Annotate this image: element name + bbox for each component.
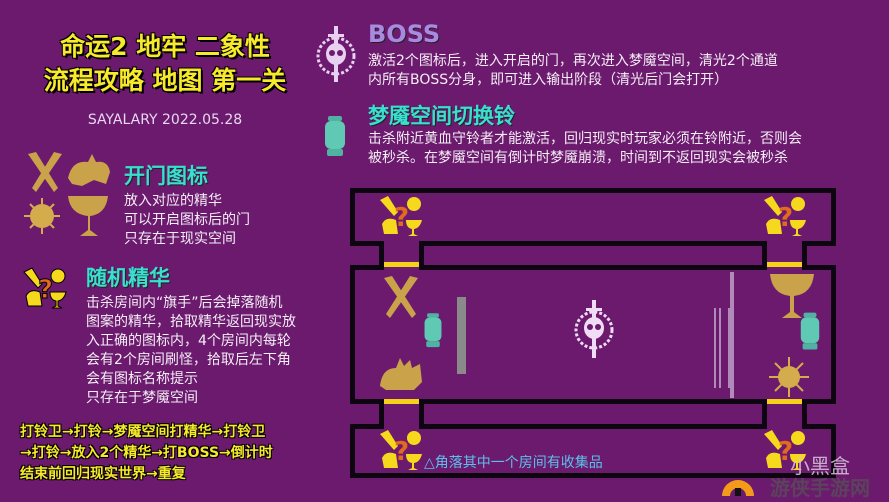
map-wall	[802, 265, 836, 270]
map-wall	[419, 399, 767, 404]
map-random-essence-icon-tr: ?	[762, 194, 808, 242]
map-wall	[831, 188, 836, 246]
map-wall	[419, 265, 767, 270]
flow-line: 打铃卫→打铃→梦魇空间打精华→打铃卫	[20, 424, 266, 440]
map-wall	[350, 188, 836, 193]
door	[384, 262, 419, 267]
boss-icon	[314, 24, 358, 84]
flow-line: 结束前回归现实世界→重复	[20, 466, 186, 482]
map-beast-icon	[378, 358, 424, 396]
beast-icon	[68, 154, 110, 186]
axes-icon	[28, 152, 62, 192]
map-wall	[831, 424, 836, 478]
door-icons-line: 可以开启图标后的门	[124, 212, 250, 228]
bell-line: 击杀附近黄血守铃者才能激活，回归现实时玩家必须在铃附近，否则会	[368, 131, 802, 147]
map-wall	[802, 399, 836, 404]
dungeon-map: ? ? ? ? △角落其中一个房间有收集品	[344, 186, 842, 486]
bell-lantern-icon	[322, 116, 348, 158]
random-essence-line: 只存在于梦魇空间	[86, 390, 198, 406]
svg-text:?: ?	[394, 437, 409, 467]
map-bell-lantern-icon	[422, 310, 444, 356]
map-wall	[419, 424, 767, 429]
random-essence-heading: 随机精华	[86, 266, 170, 290]
map-wall	[350, 424, 355, 478]
map-wall	[802, 241, 836, 246]
svg-text:?: ?	[394, 203, 409, 233]
random-essence-line: 图案的精华，拾取精华返回现实放	[86, 314, 296, 330]
chalice-icon	[68, 196, 108, 236]
svg-text:?: ?	[778, 437, 793, 467]
collectible-note: △角落其中一个房间有收集品	[424, 455, 603, 471]
door	[384, 399, 419, 404]
boss-desc: 激活2个图标后，进入开启的门，再次进入梦魇空间，清光2个通道 内所有BOSS分身…	[368, 52, 778, 90]
door-icons-line: 只存在于现实空间	[124, 231, 236, 247]
map-wall	[762, 241, 767, 266]
bell-heading: 梦魇空间切换铃	[368, 104, 515, 128]
door-icons-desc: 放入对应的精华 可以开启图标后的门 只存在于现实空间	[124, 192, 250, 249]
flow-line: →打铃→放入2个精华→打BOSS→倒计时	[20, 445, 273, 461]
page-title-line-1: 命运2 地牢 二象性	[60, 32, 270, 61]
map-wall	[350, 399, 384, 404]
map-wall	[350, 265, 355, 404]
right-barrier	[730, 272, 734, 398]
door-icons-line: 放入对应的精华	[124, 193, 222, 209]
map-wall	[379, 241, 384, 266]
map-wall	[802, 399, 807, 424]
map-wall	[350, 241, 384, 246]
map-random-essence-icon-tl: ?	[378, 194, 424, 242]
random-essence-line: 击杀房间内“旗手”后会掉落随机	[86, 295, 283, 311]
map-bell-lantern-icon-right	[798, 310, 822, 358]
sun-icon	[24, 198, 60, 234]
left-barrier	[457, 297, 466, 374]
map-random-essence-icon-bl: ?	[378, 428, 424, 476]
author-signature: SAYALARY 2022.05.28	[87, 112, 243, 128]
map-wall	[802, 241, 807, 266]
bell-line: 被秒杀。在梦魇空间有倒计时梦魇崩溃，时间到不返回现实会被秒杀	[368, 150, 788, 166]
boss-line: 内所有BOSS分身，即可进入输出阶段（清光后门会打开）	[368, 72, 729, 88]
boss-heading: BOSS	[368, 20, 441, 48]
random-essence-desc: 击杀房间内“旗手”后会掉落随机 图案的精华，拾取精华返回现实放 入正确的图标内，…	[86, 294, 296, 408]
door-icons-heading: 开门图标	[124, 164, 208, 188]
map-wall	[762, 399, 767, 424]
watermark-logo-icon	[718, 458, 758, 498]
map-wall	[419, 241, 424, 266]
map-wall	[831, 265, 836, 404]
watermark-text-2: 游侠手游网	[770, 476, 870, 500]
page-title-line-2: 流程攻略 地图 第一关	[43, 66, 287, 95]
map-wall	[802, 424, 836, 429]
map-boss-icon	[572, 298, 616, 360]
map-wall	[350, 473, 836, 478]
svg-text:?: ?	[778, 203, 793, 233]
door	[767, 399, 802, 404]
map-chalice-icon	[770, 272, 814, 324]
right-barrier-lines	[714, 308, 730, 388]
boss-line: 激活2个图标后，进入开启的门，再次进入梦魇空间，清光2个通道	[368, 53, 778, 69]
map-wall	[350, 188, 355, 246]
door	[767, 262, 802, 267]
map-random-essence-icon-br: ?	[762, 428, 808, 476]
bell-desc: 击杀附近黄血守铃者才能激活，回归现实时玩家必须在铃附近，否则会 被秒杀。在梦魇空…	[368, 130, 802, 168]
svg-text:?: ?	[38, 275, 53, 305]
map-wall	[350, 424, 384, 429]
map-wall	[350, 265, 384, 270]
watermark-text-1: 小黑盒	[790, 454, 850, 478]
random-essence-line: 会有图标名称提示	[86, 371, 198, 387]
random-essence-line: 会有2个房间刷怪，拾取后左下角	[86, 352, 291, 368]
map-axes-icon	[382, 276, 420, 322]
random-essence-icon: ?	[22, 266, 68, 310]
door-icons-group	[22, 150, 112, 240]
map-wall	[379, 399, 384, 424]
map-wall	[419, 241, 767, 246]
right-barrier-line	[719, 308, 721, 388]
map-wall	[419, 399, 424, 424]
random-essence-line: 入正确的图标内，4个房间内每轮	[86, 333, 291, 349]
map-sun-icon	[768, 356, 810, 402]
flow-steps: 打铃卫→打铃→梦魇空间打精华→打铃卫 →打铃→放入2个精华→打BOSS→倒计时 …	[20, 422, 273, 485]
